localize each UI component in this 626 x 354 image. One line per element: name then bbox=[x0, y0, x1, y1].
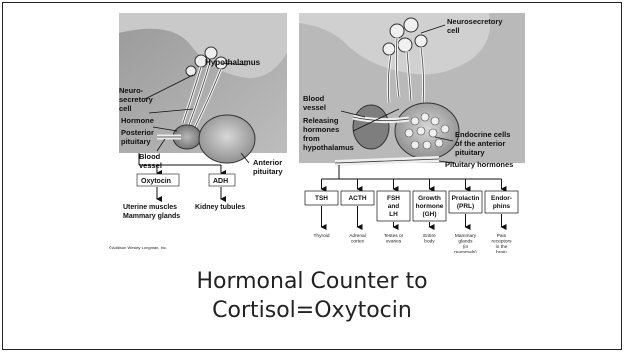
hormone-name-5-1: phins bbox=[493, 203, 511, 210]
label-pituitary-hormones: Pituitary hormones bbox=[445, 160, 513, 169]
label-releasing-3: from bbox=[303, 134, 320, 143]
label-r-neurosecretory-1: Neurosecretory bbox=[447, 17, 503, 26]
slide: Hypothalamus Neuro- secretory cell Hormo… bbox=[2, 2, 622, 350]
label-mammary-glands: Mammary glands bbox=[123, 213, 180, 220]
hormone-target-4-3: mammals) bbox=[454, 250, 477, 254]
hormone-target-2-0: Testes or bbox=[384, 233, 404, 239]
hormone-target-1-0: Adrenal bbox=[349, 233, 366, 239]
caption-line-2: Cortisol=Oxytocin bbox=[3, 296, 621, 325]
label-blood-vessel-1: Blood bbox=[139, 152, 161, 161]
label-blood-vessel-2: vessel bbox=[139, 161, 162, 170]
hormone-target-5-2: in the bbox=[496, 244, 508, 250]
copyright-text: ©Addison Wesley Longman, Inc. bbox=[109, 245, 167, 250]
hormone-target-5-0: Pain bbox=[497, 233, 507, 239]
label-anterior-2: pituitary bbox=[253, 167, 283, 176]
label-endocrine-2: of the anterior bbox=[455, 139, 506, 148]
label-neurosecretory-1: Neuro- bbox=[119, 86, 144, 95]
anterior-pituitary bbox=[199, 115, 255, 163]
label-posterior-1: Posterior bbox=[121, 128, 154, 137]
label-anterior-1: Anterior bbox=[253, 158, 282, 167]
label-oxytocin: Oxytocin bbox=[141, 178, 171, 185]
hormone-name-5-0: Endor- bbox=[491, 195, 512, 202]
hormone-target-1-1: cortex bbox=[351, 239, 365, 245]
label-uterine-muscles: Uterine muscles bbox=[123, 204, 177, 211]
right-posterior-pituitary bbox=[353, 105, 389, 149]
label-releasing-1: Releasing bbox=[303, 116, 339, 125]
label-kidney-tubules: Kidney tubules bbox=[195, 204, 245, 211]
pituitary-diagram: Hypothalamus Neuro- secretory cell Hormo… bbox=[109, 13, 525, 253]
slide-caption: Hormonal Counter to Cortisol=Oxytocin bbox=[3, 267, 621, 325]
hormone-target-4-1: glands bbox=[458, 239, 473, 245]
hormone-name-3-0: Growth bbox=[418, 195, 441, 202]
label-r-blood-vessel-2: vessel bbox=[303, 103, 326, 112]
hormone-target-4-0: Mammary bbox=[455, 233, 477, 239]
left-panel: Hypothalamus Neuro- secretory cell Hormo… bbox=[109, 13, 287, 250]
hormone-name-3-2: (GH) bbox=[422, 211, 436, 218]
label-adh: ADH bbox=[213, 178, 228, 185]
label-neurosecretory-3: cell bbox=[119, 104, 132, 113]
label-neurosecretory-2: secretory bbox=[119, 95, 154, 104]
hormone-target-0-0: Thyroid bbox=[314, 233, 330, 239]
hormone-name-4-0: Prolactin bbox=[452, 195, 480, 202]
label-endocrine-1: Endocrine cells bbox=[455, 130, 510, 139]
right-anterior-pituitary bbox=[395, 103, 459, 159]
hormone-name-2-0: FSH bbox=[387, 195, 400, 202]
label-releasing-2: hormones bbox=[303, 125, 339, 134]
label-hormone: Hormone bbox=[121, 116, 154, 125]
hormone-target-4-2: (in bbox=[463, 244, 469, 250]
hormone-target-3-1: body bbox=[424, 239, 435, 245]
hormone-name-1-0: ACTH bbox=[348, 195, 366, 202]
hormone-row: TSH Thyroid ACTH Adrenalcortex FSHandLH Teste… bbox=[305, 165, 518, 253]
label-r-neurosecretory-2: cell bbox=[447, 26, 460, 35]
hormone-name-2-1: and bbox=[388, 203, 400, 210]
label-hypothalamus: Hypothalamus bbox=[205, 58, 261, 67]
label-r-blood-vessel-1: Blood bbox=[303, 94, 325, 103]
label-endocrine-3: pituitary bbox=[455, 148, 485, 157]
hormone-target-5-3: brain bbox=[496, 250, 507, 254]
hormone-target-3-0: Entire bbox=[423, 233, 436, 239]
right-panel: Neurosecretory cell Blood vessel Releasi… bbox=[299, 13, 525, 253]
hormone-name-2-2: LH bbox=[389, 211, 398, 218]
hormone-name-0-0: TSH bbox=[315, 195, 328, 202]
label-releasing-4: hypothalamus bbox=[303, 143, 354, 152]
hormone-name-3-1: hormone bbox=[416, 203, 444, 210]
hormone-target-2-1: ovaries bbox=[386, 239, 402, 245]
hormone-target-5-1: receptors bbox=[492, 239, 513, 245]
caption-line-1: Hormonal Counter to bbox=[3, 267, 621, 296]
hormone-name-4-1: (PRL) bbox=[457, 203, 474, 210]
label-posterior-2: pituitary bbox=[121, 137, 151, 146]
